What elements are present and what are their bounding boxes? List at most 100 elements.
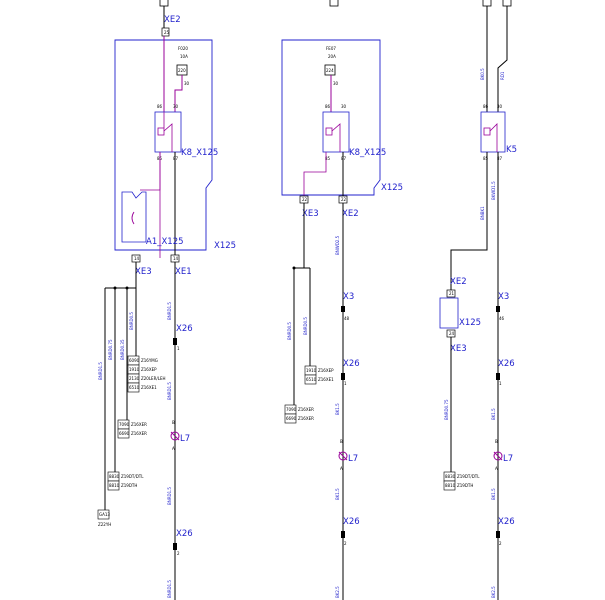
svg-text:87: 87	[173, 156, 179, 161]
svg-text:Z19DT/DTL: Z19DT/DTL	[121, 474, 144, 479]
left-boxes-c: 8830 Z19DT/DTL 8810 Z19DTH	[107, 471, 144, 491]
svg-text:2: 2	[344, 541, 347, 546]
svg-text:X26: X26	[498, 359, 515, 369]
right-relay-k5	[480, 111, 506, 153]
middle-boxes-a: 1910 Z16XEP 6510 Z16XE1	[304, 365, 334, 385]
svg-text:6090: 6090	[129, 358, 140, 363]
svg-text:24: 24	[449, 331, 455, 336]
svg-text:7090: 7090	[286, 407, 297, 412]
svg-text:30: 30	[333, 81, 339, 86]
svg-text:Z16YMG: Z16YMG	[141, 358, 158, 363]
svg-text:30: 30	[341, 104, 347, 109]
svg-text:8810: 8810	[445, 483, 456, 488]
left-box-d: GA13 Z22YH	[97, 509, 111, 527]
svg-text:Z16XER: Z16XER	[131, 422, 147, 427]
svg-text:22: 22	[302, 197, 308, 202]
right-x3-connector	[496, 306, 500, 312]
xe1-label: XE1	[175, 267, 192, 277]
svg-text:85: 85	[483, 156, 489, 161]
svg-text:Z16XE1: Z16XE1	[318, 377, 334, 382]
svg-text:86: 86	[157, 104, 163, 109]
fuse-out-pin: 30	[184, 81, 190, 86]
svg-text:30: 30	[173, 104, 179, 109]
svg-text:A: A	[172, 446, 175, 451]
svg-text:2: 2	[177, 551, 180, 556]
x26-b-label: X26	[176, 529, 193, 539]
svg-text:BNRD0.75: BNRD0.75	[108, 339, 113, 360]
x26-a-label: X26	[176, 324, 193, 334]
svg-text:Z22YH: Z22YH	[98, 522, 111, 527]
svg-text:1: 1	[344, 381, 347, 386]
fuse-name: F020	[178, 46, 188, 51]
svg-text:2130: 2130	[129, 376, 140, 381]
svg-text:6690: 6690	[286, 416, 297, 421]
svg-text:Z16XEP: Z16XEP	[141, 367, 157, 372]
svg-text:8830: 8830	[109, 474, 120, 479]
right-x26-a-connector	[496, 373, 500, 380]
svg-text:X3: X3	[343, 292, 354, 302]
svg-text:BNWD2.5: BNWD2.5	[335, 235, 340, 255]
svg-text:1: 1	[499, 381, 502, 386]
svg-text:K8_X125: K8_X125	[349, 148, 386, 158]
svg-text:87: 87	[497, 156, 503, 161]
svg-text:X26: X26	[343, 359, 360, 369]
middle-relay-switch-icon	[331, 123, 341, 152]
svg-text:XE2: XE2	[450, 277, 467, 287]
svg-text:BNRD1.5: BNRD1.5	[98, 362, 103, 380]
svg-text:30: 30	[497, 104, 503, 109]
middle-x26-a-connector	[341, 373, 345, 380]
svg-text:48: 48	[344, 316, 350, 321]
right-relay-switch-icon	[489, 123, 498, 152]
svg-text:22: 22	[341, 197, 347, 202]
svg-text:BKWD1.5: BKWD1.5	[491, 181, 496, 200]
middle-l7-inductor-icon	[338, 451, 348, 461]
x26-a-connector	[173, 338, 177, 345]
svg-text:X125: X125	[381, 183, 403, 193]
svg-text:BK2.5: BK2.5	[335, 586, 340, 598]
middle-boxes-b: 7090 Z16XER 6690 Z16XER	[284, 404, 314, 424]
middle-module-outline	[281, 39, 381, 196]
svg-text:BK1.5: BK1.5	[491, 488, 496, 500]
svg-text:BK2.5: BK2.5	[491, 586, 496, 598]
svg-text:BNRD0.75: BNRD0.75	[444, 399, 449, 420]
svg-text:XE3: XE3	[302, 209, 319, 219]
svg-text:1: 1	[177, 346, 180, 351]
middle-x3-connector	[341, 306, 345, 312]
svg-text:L7: L7	[503, 454, 513, 464]
svg-text:224: 224	[326, 68, 334, 73]
right-relay-coil-icon	[483, 127, 491, 136]
svg-text:BK1.5: BK1.5	[335, 403, 340, 415]
svg-text:6510: 6510	[129, 385, 140, 390]
relay-k8	[154, 111, 182, 153]
svg-text:A: A	[340, 466, 343, 471]
a1-module	[121, 191, 147, 243]
svg-text:6510: 6510	[306, 377, 317, 382]
l7-inductor-icon	[170, 431, 180, 441]
svg-text:X125: X125	[459, 318, 481, 328]
svg-text:Z16XE1: Z16XE1	[141, 385, 157, 390]
xe2-pin: 25	[164, 30, 170, 35]
xe3-label: XE3	[135, 267, 152, 277]
svg-text:BNRD1.5: BNRD1.5	[167, 302, 172, 320]
svg-text:X3: X3	[498, 292, 509, 302]
svg-text:BNRD1.5: BNRD1.5	[167, 487, 172, 505]
relay-coil-icon	[157, 127, 165, 136]
svg-text:86: 86	[483, 104, 489, 109]
right-xe2-connector	[446, 289, 456, 298]
svg-text:Z16XER: Z16XER	[131, 431, 147, 436]
svg-text:B: B	[495, 439, 498, 444]
svg-text:BNBK1: BNBK1	[480, 206, 485, 220]
right-x125-module	[439, 297, 459, 329]
svg-text:21: 21	[449, 291, 455, 296]
a1-label: A1_X125	[146, 237, 184, 247]
svg-text:20A: 20A	[328, 54, 336, 59]
svg-text:K5: K5	[506, 145, 517, 155]
xe2-label: XE2	[164, 15, 181, 25]
svg-text:GA13: GA13	[99, 512, 110, 517]
top-connector-stubs	[159, 0, 512, 7]
svg-text:BK1.5: BK1.5	[335, 488, 340, 500]
svg-text:BNRD0.5: BNRD0.5	[303, 317, 308, 335]
right-x26-b-connector	[496, 531, 500, 538]
svg-text:1910: 1910	[306, 368, 317, 373]
